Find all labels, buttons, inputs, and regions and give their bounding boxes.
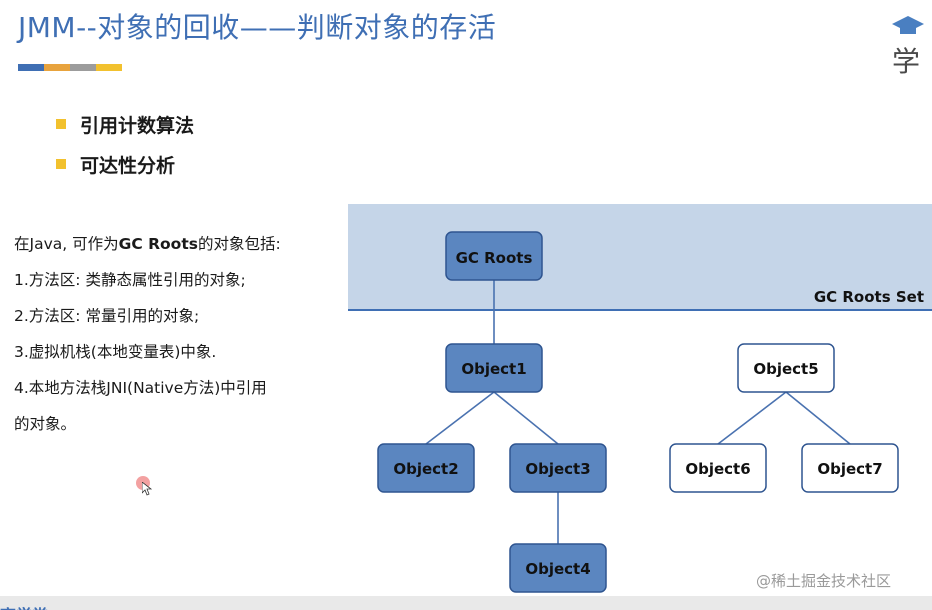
node-object5: Object5 (737, 343, 835, 393)
node-label: Object2 (393, 460, 458, 478)
title-bar-segment-orange (44, 64, 70, 71)
roots-tail: 的对象。 (14, 415, 77, 433)
title-bar-segment-blue (18, 64, 44, 71)
bottom-strip (0, 596, 932, 610)
bottom-cut-text: 高学堂 (0, 602, 48, 610)
roots-item: 3.虚拟机栈(本地变量表)中象. (14, 343, 217, 361)
title-bar-segment-gray (70, 64, 96, 71)
logo-char: 学 (892, 45, 921, 78)
roots-intro: 在Java, 可作为GC Roots的对象包括: (14, 226, 344, 262)
slide-title: JMM--对象的回收——判断对象的存活 (18, 11, 497, 44)
gc-roots-description: 在Java, 可作为GC Roots的对象包括: 1.方法区: 类静态属性引用的… (14, 226, 344, 442)
node-label: Object6 (685, 460, 750, 478)
bullet-square-icon (56, 119, 66, 129)
node-object4: Object4 (509, 543, 607, 593)
reachability-diagram: GC Roots Set GC Roots Object1 Object2 Ob… (348, 204, 932, 593)
node-object7: Object7 (801, 443, 899, 493)
watermark: @稀土掘金技术社区 (756, 572, 892, 590)
graduation-cap-icon (892, 16, 924, 34)
roots-intro-prefix: 在Java, 可作为 (14, 235, 119, 253)
bullet-square-icon (56, 159, 66, 169)
edge-object5-object7 (785, 391, 851, 445)
edges (425, 280, 851, 544)
bullet-item: 可达性分析 (56, 144, 194, 184)
bullet-text: 可达性分析 (80, 154, 176, 177)
roots-intro-bold: GC Roots (118, 235, 198, 253)
node-object6: Object6 (669, 443, 767, 493)
title-bar-segment-yellow (96, 64, 122, 71)
roots-item: 2.方法区: 常量引用的对象; (14, 307, 200, 325)
node-object2: Object2 (377, 443, 475, 493)
title-underline-bar (18, 64, 122, 71)
node-label: Object3 (525, 460, 590, 478)
edge-object5-object6 (717, 391, 787, 445)
roots-item: 1.方法区: 类静态属性引用的对象; (14, 271, 246, 289)
gc-roots-set-label: GC Roots Set (814, 288, 924, 306)
node-label: GC Roots (456, 249, 533, 267)
node-object3: Object3 (509, 443, 607, 493)
edge-object1-object2 (425, 391, 495, 445)
node-label: Object1 (461, 360, 526, 378)
bullet-text: 引用计数算法 (80, 114, 195, 137)
mouse-cursor-icon (142, 482, 152, 496)
node-label: Object4 (525, 560, 590, 578)
bullet-list: 引用计数算法 可达性分析 (56, 104, 194, 184)
node-gc-roots: GC Roots (445, 231, 543, 281)
roots-item: 4.本地方法栈JNI(Native方法)中引用 (14, 379, 267, 397)
bullet-item: 引用计数算法 (56, 104, 194, 144)
roots-intro-suffix: 的对象包括: (197, 235, 281, 253)
node-object1: Object1 (445, 343, 543, 393)
edge-object1-object3 (493, 391, 559, 445)
node-label: Object5 (753, 360, 818, 378)
node-label: Object7 (817, 460, 882, 478)
